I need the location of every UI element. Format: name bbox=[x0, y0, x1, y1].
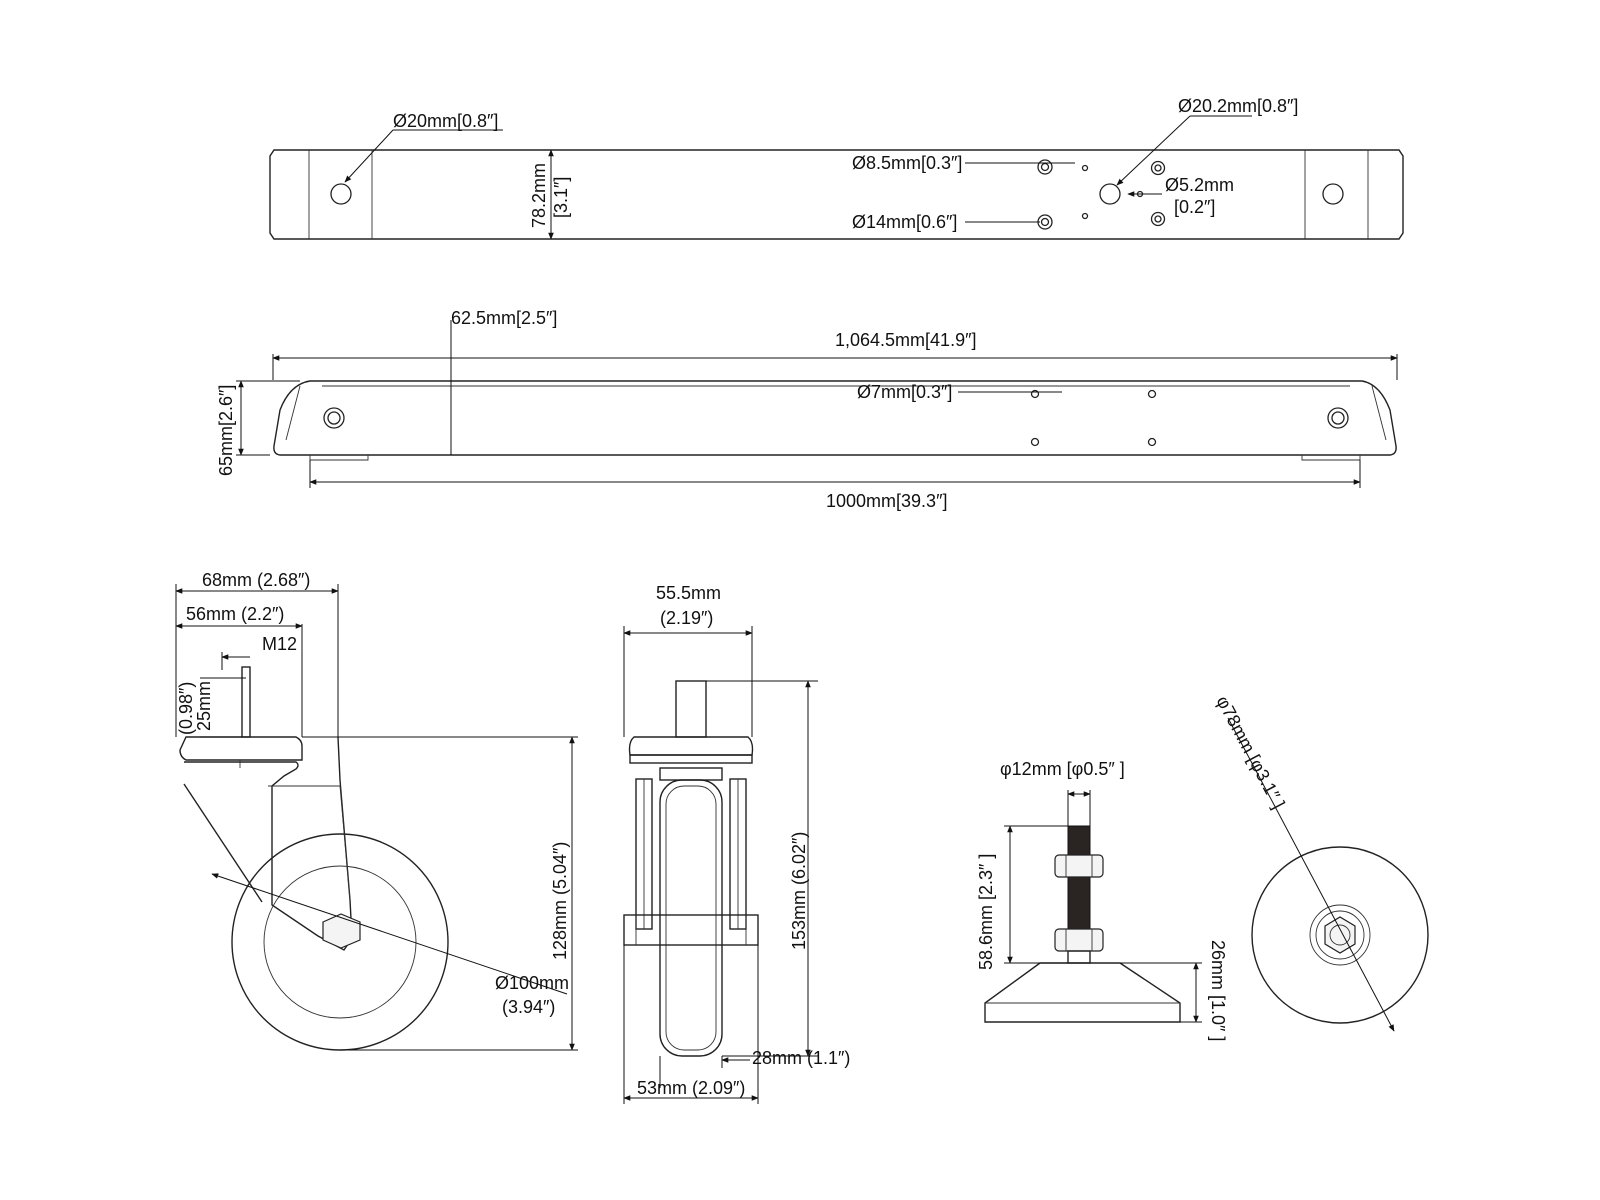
foot-base-height-label: 26mm [1.0″ ] bbox=[1208, 940, 1228, 1041]
caster-side-view bbox=[179, 666, 449, 1051]
width-label-2: [3.1″] bbox=[551, 177, 571, 218]
left-mount-hole bbox=[330, 183, 352, 205]
inner-length-label: 1000mm[39.3″] bbox=[826, 491, 947, 511]
wheel-diameter-label-1: Ø100mm bbox=[495, 973, 569, 993]
side-hole-label: Ø7mm[0.3″] bbox=[857, 382, 952, 402]
front-height-label: 153mm (6.02″) bbox=[789, 832, 809, 950]
foot-base-circle bbox=[1251, 846, 1429, 1024]
center-mount-hole bbox=[1099, 183, 1121, 205]
leveling-foot-dimensions: φ12mm [φ0.5″ ] 58.6mm [2.3″ ] 26mm [1.0″… bbox=[976, 759, 1228, 1041]
foot-top-nut bbox=[1324, 916, 1356, 954]
front-plate-label-1: 55.5mm bbox=[656, 583, 721, 603]
stem-height-label-1: 25mm bbox=[194, 681, 214, 731]
fork-width-label: 53mm (2.09″) bbox=[637, 1078, 745, 1098]
upper-nut bbox=[1054, 854, 1104, 878]
foot-base bbox=[984, 962, 1181, 1023]
caster-side-dimensions: 68mm (2.68″) 56mm (2.2″) M12 (0.98″) 25m… bbox=[175, 570, 578, 1051]
lower-nut bbox=[1054, 928, 1104, 952]
left-hole-label: Ø20mm[0.8″] bbox=[393, 111, 498, 131]
height-label: 65mm[2.6″] bbox=[216, 385, 236, 476]
wheel-diameter-label-2: (3.94″) bbox=[502, 997, 555, 1017]
stem-offset-label: 56mm (2.2″) bbox=[186, 604, 284, 624]
foot-thread-label: φ12mm [φ0.5″ ] bbox=[1000, 759, 1125, 779]
top-view-dimensions: Ø20mm[0.8″] Ø20.2mm[0.8″] Ø8.5mm[0.3″] Ø… bbox=[344, 96, 1298, 240]
pin-hole-label-1: Ø5.2mm bbox=[1165, 175, 1234, 195]
leveling-foot-top-dimensions: φ78mm [φ3.1″ ] bbox=[1212, 692, 1395, 1032]
leveling-foot-top-view bbox=[1251, 846, 1429, 1024]
pin-hole-label-2: [0.2″] bbox=[1174, 197, 1215, 217]
right-hole-label: Ø20.2mm[0.8″] bbox=[1178, 96, 1298, 116]
caster-front-view bbox=[623, 680, 759, 1057]
caster-front-wheel bbox=[659, 779, 723, 1057]
foot-height-label: 58.6mm [2.3″ ] bbox=[976, 854, 996, 970]
caster-front-dimensions: 55.5mm (2.19″) 153mm (6.02″) 28mm (1.1″)… bbox=[623, 583, 850, 1104]
side-view-dimensions: 1,064.5mm[41.9″] 62.5mm[2.5″] Ø7mm[0.3″]… bbox=[216, 308, 1398, 511]
axle-nut bbox=[322, 913, 361, 949]
width-label-1: 78.2mm bbox=[529, 163, 549, 228]
front-plate-label-2: (2.19″) bbox=[660, 608, 713, 628]
right-mount-hole bbox=[1322, 183, 1344, 205]
small-hole-b-label: Ø14mm[0.6″] bbox=[852, 212, 957, 232]
thread-label: M12 bbox=[262, 634, 297, 654]
plate-width-label: 68mm (2.68″) bbox=[202, 570, 310, 590]
small-hole-a-label: Ø8.5mm[0.3″] bbox=[852, 153, 962, 173]
foot-diameter-label: φ78mm [φ3.1″ ] bbox=[1212, 692, 1288, 812]
threaded-stud bbox=[1067, 825, 1091, 939]
stem-height-label-2: (0.98″) bbox=[176, 682, 196, 735]
offset-label: 62.5mm[2.5″] bbox=[451, 308, 557, 328]
wheel-width-label: 28mm (1.1″) bbox=[752, 1048, 850, 1068]
overall-length-label: 1,064.5mm[41.9″] bbox=[835, 330, 976, 350]
total-height-label: 128mm (5.04″) bbox=[550, 842, 570, 960]
bar-side-view bbox=[273, 380, 1397, 461]
leveling-foot-side-view bbox=[984, 825, 1181, 1023]
